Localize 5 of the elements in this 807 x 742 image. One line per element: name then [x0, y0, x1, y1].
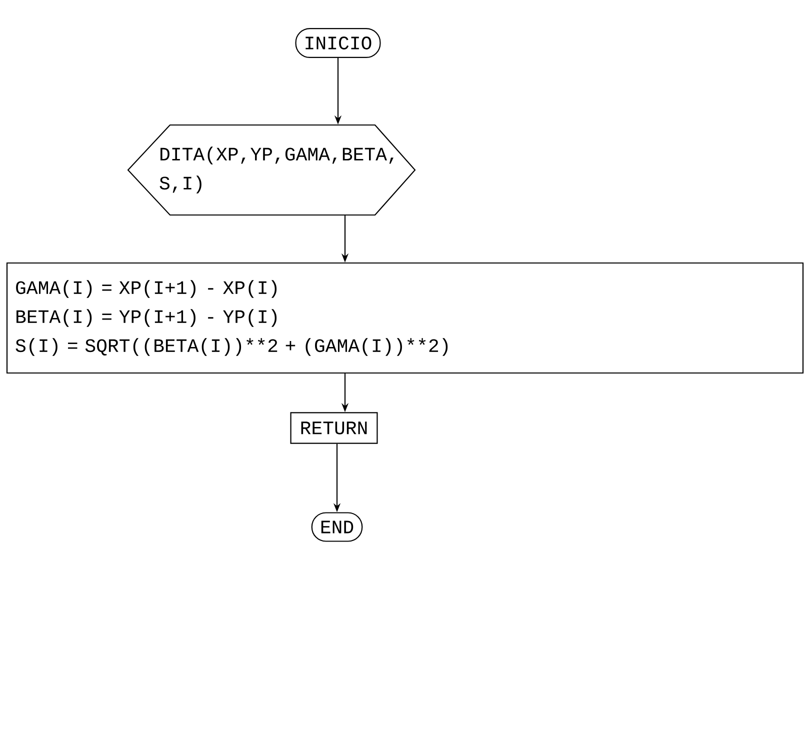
process-box: GAMA(I) = XP(I+1) - XP(I) BETA(I) = YP(I+1) - YP(I) S(I) = SQRT((BETA(I))**2 + (GAMA(I))**2): [6, 262, 804, 374]
return-box: RETURN: [290, 412, 378, 444]
input-output-hexagon: DITA(XP,YP,GAMA,BETA, S,I): [127, 124, 416, 216]
start-terminal: INICIO: [295, 28, 381, 58]
end-terminal: END: [311, 512, 363, 542]
